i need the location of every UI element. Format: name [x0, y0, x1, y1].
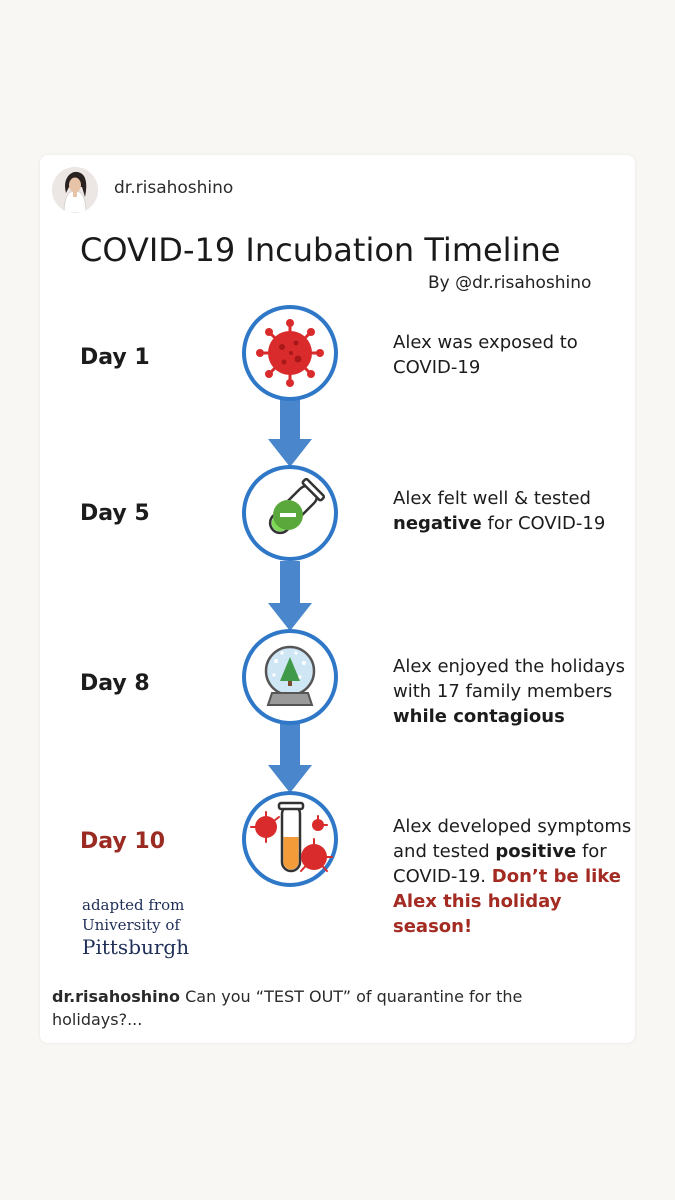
post-caption: dr.risahoshino Can you “TEST OUT” of qua… [52, 985, 612, 1031]
step-text: for COVID-19. [393, 841, 607, 887]
step-text-emphasis: while contagious [393, 706, 565, 727]
avatar[interactable] [52, 167, 98, 213]
negative-test-tube-icon [268, 477, 326, 535]
infographic-title: COVID-19 Incubation Timeline [80, 231, 561, 269]
step-day-label: Day 8 [80, 671, 150, 696]
step-icon-circle [242, 305, 338, 401]
caption-text: Can you “TEST OUT” of quarantine for the… [52, 987, 523, 1029]
step-day-label: Day 1 [80, 345, 150, 370]
infographic-byline: By @dr.risahoshino [428, 273, 592, 293]
step-warning-text: Don’t be like Alex this holiday season! [393, 866, 621, 937]
instagram-post-card: dr.risahoshino COVID-19 Incubation Timel… [40, 155, 635, 1043]
step-text-emphasis: negative [393, 513, 482, 534]
down-arrow-icon [268, 723, 312, 793]
down-arrow-icon [268, 397, 312, 467]
step-day-label: Day 10 [80, 829, 166, 854]
snow-globe-icon [264, 645, 316, 706]
step-text: for COVID-19 [481, 513, 606, 534]
positive-test-tube-virus-icon [250, 801, 333, 873]
step-description: Alex felt well & tested negative for COV… [393, 486, 633, 536]
source-credit: adapted from University of Pittsburgh [82, 895, 242, 959]
step-day-label: Day 5 [80, 501, 150, 526]
step-icon-circle [242, 629, 338, 725]
step-icon-circle [242, 465, 338, 561]
credit-line: Pittsburgh [82, 935, 190, 959]
step-description: Alex was exposed to COVID-19 [393, 330, 633, 380]
step-text: Alex developed symptoms and tested [393, 816, 632, 862]
step-text: Alex enjoyed the holidays with 17 family… [393, 656, 625, 702]
step-icon-circle [242, 791, 338, 887]
step-text: Alex was exposed to COVID-19 [393, 332, 578, 378]
step-description: Alex developed symptoms and tested posit… [393, 814, 633, 939]
step-text: Alex felt well & tested [393, 488, 591, 509]
step-text-emphasis: positive [495, 841, 577, 862]
down-arrow-icon [268, 561, 312, 631]
virus-icon [256, 319, 324, 387]
caption-username[interactable]: dr.risahoshino [52, 987, 180, 1006]
credit-line: adapted from [82, 896, 185, 914]
credit-line: University of [82, 916, 180, 934]
step-description: Alex enjoyed the holidays with 17 family… [393, 654, 633, 729]
post-username[interactable]: dr.risahoshino [114, 178, 234, 198]
